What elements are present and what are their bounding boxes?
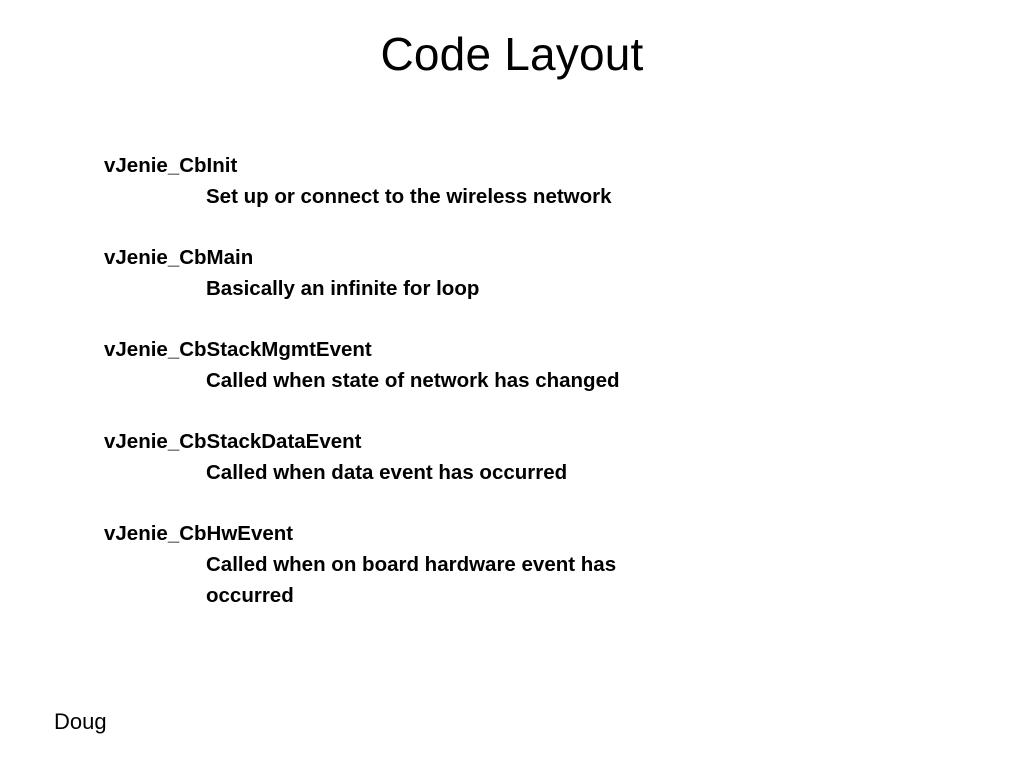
- callback-list: vJenie_CbInit Set up or connect to the w…: [104, 151, 634, 611]
- footer-note: Doug: [54, 709, 107, 734]
- callback-name: vJenie_CbMain: [104, 246, 254, 270]
- list-item: vJenie_CbInit Set up or connect to the w…: [104, 151, 634, 212]
- callback-description: Called when on board hardware event has …: [206, 553, 617, 607]
- list-item: vJenie_CbHwEvent Called when on board ha…: [104, 519, 634, 611]
- callback-description: Basically an infinite for loop: [206, 276, 480, 300]
- page-title: Code Layout: [380, 28, 644, 80]
- callback-name: vJenie_CbInit: [104, 154, 238, 177]
- callback-name: vJenie_CbHwEvent: [104, 522, 294, 546]
- callback-description: Set up or connect to the wireless networ…: [206, 184, 612, 208]
- callback-description: Called when state of network has changed: [206, 368, 620, 392]
- list-item: vJenie_CbStackDataEvent Called when data…: [104, 427, 634, 488]
- list-item: vJenie_CbMain Basically an infinite for …: [104, 243, 634, 304]
- callback-name: vJenie_CbStackMgmtEvent: [104, 338, 372, 362]
- list-item: vJenie_CbStackMgmtEvent Called when stat…: [104, 335, 634, 396]
- callback-description: Called when data event has occurred: [206, 460, 568, 484]
- callback-name: vJenie_CbStackDataEvent: [104, 430, 362, 454]
